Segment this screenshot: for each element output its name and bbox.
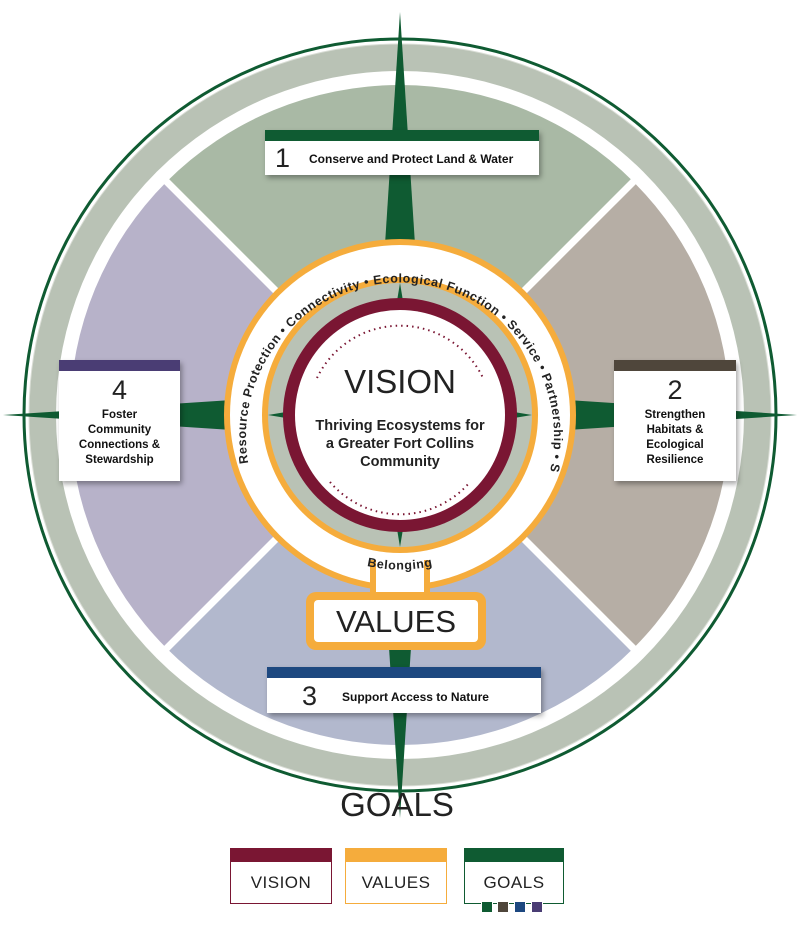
legend-vision: VISION (230, 848, 332, 904)
goal3-number: 3 (302, 681, 318, 711)
legend-values-bar (346, 849, 446, 862)
legend-goals-label: GOALS (483, 873, 545, 892)
goal1-number: 1 (275, 143, 291, 173)
vision-statement-line3: Community (360, 454, 440, 470)
legend-values: VALUES (345, 848, 447, 904)
goal4-number: 4 (111, 375, 128, 405)
vision-title: VISION (344, 363, 456, 400)
goal4-text-line1: Foster (101, 409, 138, 421)
goal4-text-line4: Stewardship (85, 454, 154, 466)
goal2-bar (614, 360, 736, 371)
goal2-text: Strengthen Habitats & Ecological Resilie… (614, 408, 736, 468)
legend-swatch-goal1 (481, 901, 493, 913)
goal2-number: 2 (667, 375, 683, 405)
values-box (314, 600, 478, 642)
legend-vision-label: VISION (250, 873, 312, 892)
goal4-text-line2: Community (87, 424, 152, 436)
goal4-text-line3: Connections & (78, 439, 161, 451)
legend-swatch-goal3 (514, 901, 526, 913)
legend-goals-bar (465, 849, 563, 862)
legend-swatch-goal2 (497, 901, 509, 913)
legend-swatch-goal4 (531, 901, 543, 913)
values-arc-bottom-path: Belonging (366, 555, 433, 572)
values-title: VALUES (336, 604, 456, 639)
values-stem-inner (376, 560, 424, 596)
goal3-bar (267, 667, 541, 678)
goals-title: GOALS (340, 786, 454, 823)
goal3-card: 3 Support Access to Nature (267, 667, 541, 713)
goal3-text: Support Access to Nature (342, 690, 489, 704)
goal1-text: Conserve and Protect Land & Water (309, 152, 514, 166)
goal1-card: 1 Conserve and Protect Land & Water (265, 130, 539, 175)
goal2-card: 2 Strengthen Habitats & Ecological Resil… (614, 360, 736, 481)
goal2-text-line4: Resilience (646, 454, 704, 466)
goal1-bar (265, 130, 539, 141)
legend-values-label: VALUES (361, 873, 431, 892)
goal4-card: 4 Foster Community Connections & Steward… (59, 360, 180, 481)
vision-circle (295, 310, 505, 520)
goal4-bar (59, 360, 180, 371)
goal2-text-line2: Habitats & (646, 424, 704, 436)
values-arc-bottom-text: Belonging (366, 555, 433, 572)
goal4-text: Foster Community Connections & Stewardsh… (59, 408, 180, 468)
goal2-text-line1: Strengthen (644, 409, 706, 421)
legend-vision-bar (231, 849, 331, 862)
legend-goals: GOALS (464, 848, 564, 904)
vision-statement-line2: a Greater Fort Collins (326, 436, 474, 452)
vision-statement-line1: Thriving Ecosystems for (315, 418, 485, 434)
goal2-text-line3: Ecological (646, 439, 704, 451)
vision-dots-bottom (329, 481, 471, 516)
